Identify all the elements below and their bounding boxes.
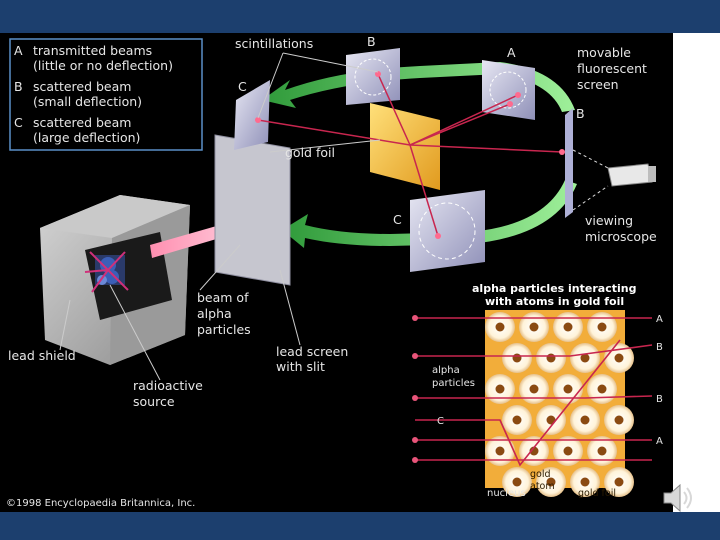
label-movable-2: fluorescent [577, 61, 647, 76]
inset-out-b-1: B [656, 342, 663, 353]
gold-nucleus [546, 477, 556, 487]
gold-nucleus [512, 415, 522, 425]
inset-alpha-2: particles [432, 378, 475, 389]
inset-c-label: C [437, 416, 444, 427]
inset-gold-foil-label: gold foil [578, 488, 616, 499]
gold-nucleus [529, 322, 539, 332]
green-arrow-bottom [282, 180, 577, 248]
inset-gold-1: gold [530, 469, 551, 480]
green-arrow-top [262, 62, 575, 112]
legend-letter-b: B [14, 79, 23, 94]
legend-box: A transmitted beams (little or no deflec… [9, 38, 203, 151]
label-viewing-2: microscope [585, 229, 657, 244]
gold-nucleus [563, 384, 573, 394]
inset-particle-dots [412, 315, 418, 463]
inset-rays [415, 317, 653, 467]
legend-b-line1: scattered beam [33, 79, 131, 94]
bottom-bar [0, 512, 720, 540]
gold-nucleus [529, 446, 539, 456]
gold-nucleus [563, 322, 573, 332]
inset-nucleus: nucleus [487, 488, 526, 499]
gold-nucleus [614, 415, 624, 425]
inset-alpha-1: alpha [432, 365, 460, 376]
label-copyright: ©1998 Encyclopaedia Britannica, Inc. [6, 498, 195, 509]
label-screen-b: B [367, 34, 376, 49]
lead-screen [214, 134, 291, 286]
gold-nucleus [614, 353, 624, 363]
gold-nucleus [512, 477, 522, 487]
inset-out-a-2: A [656, 436, 663, 447]
legend-letter-c: C [14, 115, 23, 130]
label-screen-b-right: B [576, 106, 585, 121]
label-screen-a: A [507, 45, 516, 60]
inset-diagram: alpha particles interacting with atoms i… [412, 282, 663, 499]
radioactive-source [84, 251, 129, 293]
scintillation-dots [255, 71, 565, 239]
gold-nucleus [597, 384, 607, 394]
gold-nucleus [512, 353, 522, 363]
gold-nucleus [597, 322, 607, 332]
screen-b-right [565, 108, 573, 218]
callout-lines [59, 52, 381, 381]
label-beam-1: beam of [197, 290, 249, 305]
gold-nucleus [546, 353, 556, 363]
label-radioactive-1: radioactive [133, 378, 203, 393]
label-beam-3: particles [197, 322, 251, 337]
label-lead-screen-2: with slit [276, 359, 325, 374]
label-gold-foil: gold foil [285, 145, 335, 160]
legend-c-line1: scattered beam [33, 115, 131, 130]
gold-nucleus [495, 322, 505, 332]
legend-letter-a: A [14, 43, 23, 58]
scattering-rays [257, 73, 563, 237]
label-lead-shield: lead shield [8, 348, 76, 363]
gold-nucleus [495, 446, 505, 456]
gold-nucleus [495, 384, 505, 394]
label-scintillations: scintillations [235, 36, 313, 51]
legend-a-line1: transmitted beams [33, 43, 152, 58]
inset-title-1: alpha particles interacting [472, 282, 636, 295]
label-movable-1: movable [577, 45, 631, 60]
gold-nucleus [597, 446, 607, 456]
screen-c-top [234, 80, 270, 150]
gold-nucleus [529, 384, 539, 394]
alpha-beam [150, 225, 230, 258]
label-beam-2: alpha [197, 306, 232, 321]
screen-b-top [346, 48, 400, 105]
gold-nucleus [580, 415, 590, 425]
gold-nucleus [614, 477, 624, 487]
gold-nucleus [580, 477, 590, 487]
label-lead-screen-1: lead screen [276, 344, 348, 359]
viewing-microscope [572, 149, 656, 211]
gold-nucleus [563, 446, 573, 456]
legend-c-line2: (large deflection) [33, 130, 140, 145]
inset-gold-2: atom [530, 481, 555, 492]
legend-b-line2: (small deflection) [33, 94, 142, 109]
label-screen-c-bottom: C [393, 212, 402, 227]
inset-title-2: with atoms in gold foil [485, 295, 624, 308]
rotation-arrows [262, 62, 577, 248]
label-viewing-1: viewing [585, 213, 633, 228]
gold-nucleus [580, 353, 590, 363]
inset-out-b-2: B [656, 394, 663, 405]
label-movable-3: screen [577, 77, 619, 92]
top-title-bar [0, 0, 720, 33]
speaker-icon[interactable] [660, 480, 696, 516]
gold-foil [370, 103, 440, 190]
legend-a-line2: (little or no deflection) [33, 58, 173, 73]
screen-c-bottom [410, 190, 485, 272]
inset-out-a-1: A [656, 314, 663, 325]
label-radioactive-2: source [133, 394, 175, 409]
label-screen-c-top: C [238, 79, 247, 94]
